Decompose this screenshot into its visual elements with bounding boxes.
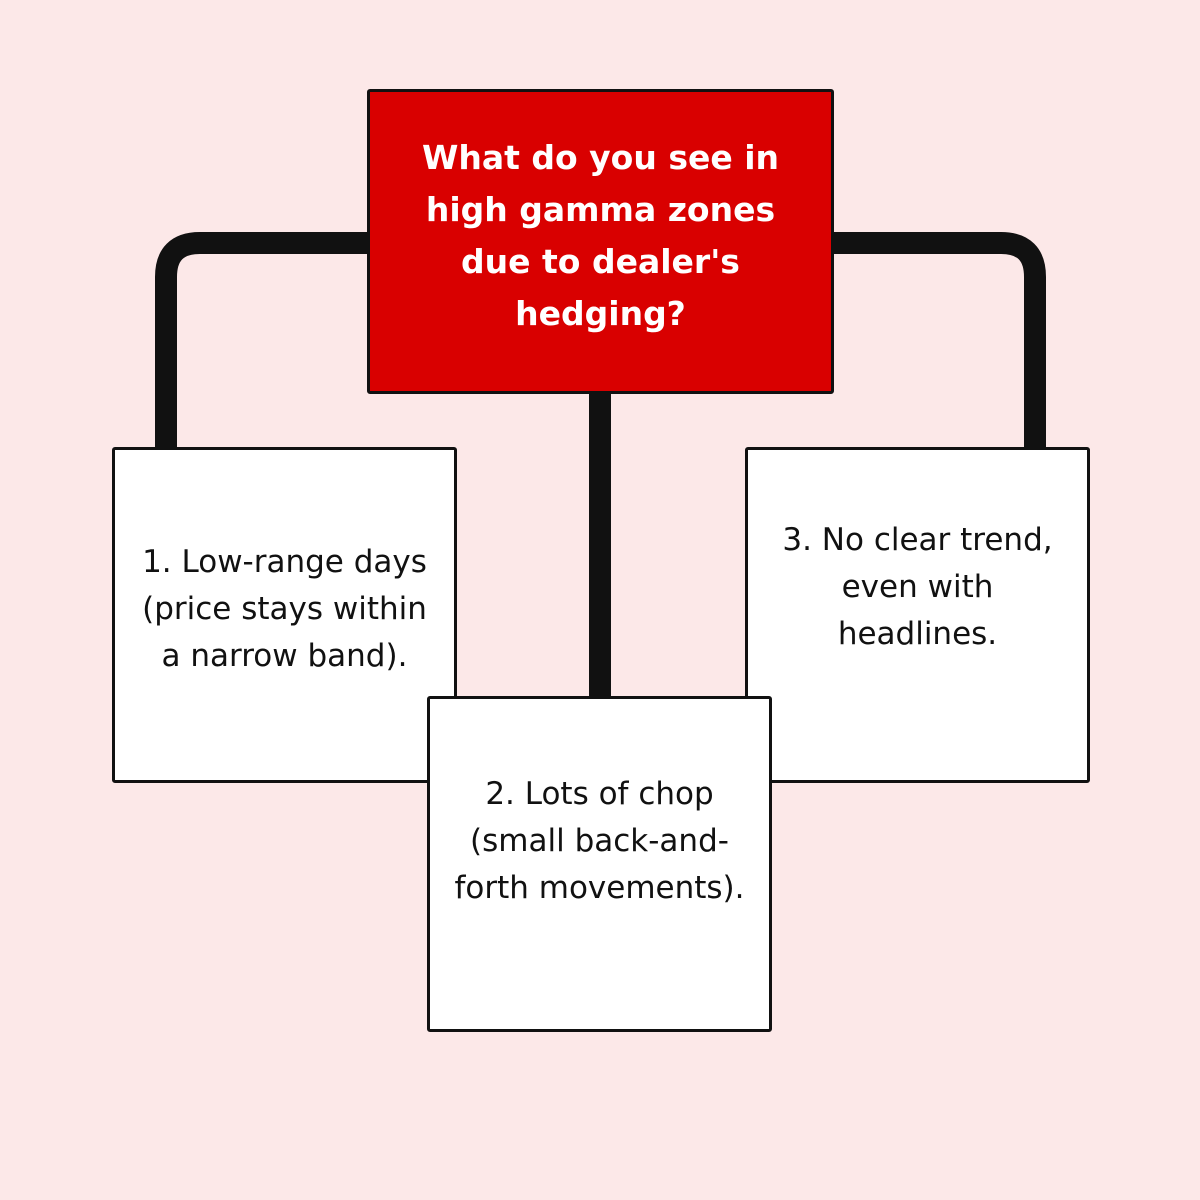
root-question-box: What do you see in high gamma zones due … — [367, 89, 834, 394]
connector-root-to-item-1 — [155, 232, 370, 450]
root-question-text: What do you see in high gamma zones due … — [421, 137, 780, 333]
answer-text-3: 3. No clear trend, even with headlines. — [782, 521, 1053, 652]
answer-text-1: 1. Low-range days (price stays within a … — [142, 543, 427, 674]
connector-root-to-item-3 — [831, 232, 1046, 450]
answer-text-2: 2. Lots of chop (small back-and-forth mo… — [454, 776, 745, 906]
answer-box-3: 3. No clear trend, even with headlines. — [745, 447, 1090, 783]
answer-box-2: 2. Lots of chop (small back-and-forth mo… — [427, 696, 772, 1032]
answer-box-1: 1. Low-range days (price stays within a … — [112, 447, 457, 783]
